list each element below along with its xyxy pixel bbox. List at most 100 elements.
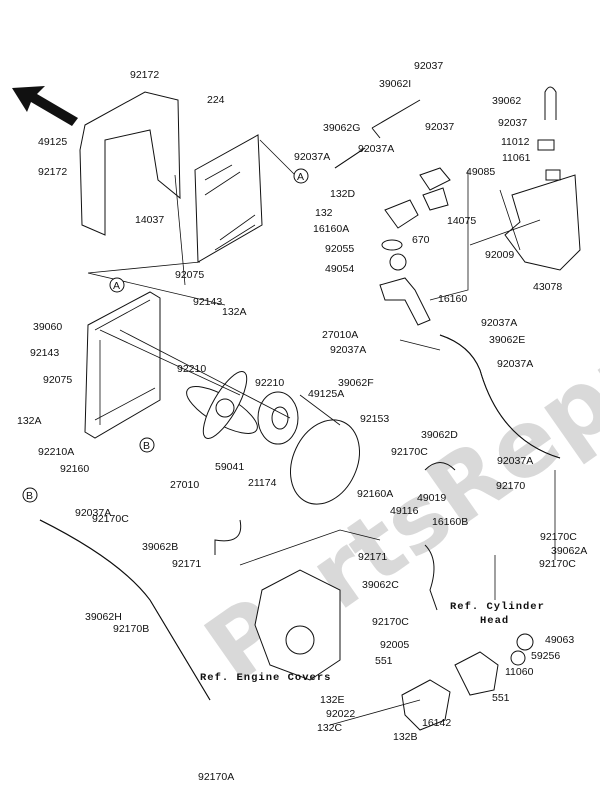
part-number-label: 39062C xyxy=(362,579,399,591)
part-number-label: 92170 xyxy=(496,480,525,492)
connector-a-radiator: A xyxy=(109,277,125,293)
connector-b-radiator: B xyxy=(139,437,155,453)
part-number-label: 49054 xyxy=(325,263,354,275)
part-number-label: 39062H xyxy=(85,611,122,623)
part-number-label: 92170C xyxy=(92,513,129,525)
part-number-label: 39062E xyxy=(489,334,525,346)
connector-a-top: A xyxy=(293,168,309,184)
part-number-label: 92075 xyxy=(175,269,204,281)
thermostat-housing xyxy=(379,277,431,326)
part-number-label: 92037A xyxy=(497,358,533,370)
part-number-label: 92170C xyxy=(372,616,409,628)
part-number-label: 39062D xyxy=(421,429,458,441)
part-number-label: 132 xyxy=(315,207,333,219)
part-number-label: 39062F xyxy=(338,377,374,389)
cooling-fan xyxy=(186,371,258,439)
svg-text:A: A xyxy=(297,171,304,183)
radiator-shroud xyxy=(79,91,181,236)
part-number-label: 92210 xyxy=(255,377,284,389)
part-number-label: 92055 xyxy=(325,243,354,255)
part-number-label: 551 xyxy=(492,692,510,704)
part-number-label: 92210 xyxy=(177,363,206,375)
part-number-labels: 921722244912592172140379207592143132A390… xyxy=(17,60,587,783)
part-number-label: 92170A xyxy=(198,771,234,783)
part-number-label: 92005 xyxy=(380,639,409,651)
radiator xyxy=(84,291,161,439)
part-number-label: 21174 xyxy=(248,477,277,489)
part-number-label: 92172 xyxy=(38,166,67,178)
part-number-label: 132D xyxy=(330,188,356,200)
part-number-label: 92170B xyxy=(113,623,149,635)
water-pump-body xyxy=(401,679,451,731)
part-number-label: 43078 xyxy=(533,281,562,293)
part-number-label: 92037 xyxy=(425,121,454,133)
part-number-label: 92037A xyxy=(497,455,533,467)
part-number-label: 49125A xyxy=(308,388,344,400)
part-number-label: 92037 xyxy=(414,60,443,72)
part-number-label: 92022 xyxy=(326,708,355,720)
part-number-label: 132B xyxy=(393,731,418,743)
svg-text:B: B xyxy=(143,440,150,452)
part-number-label: 11061 xyxy=(502,152,531,164)
part-number-label: 132A xyxy=(222,306,247,318)
part-number-label: 92160 xyxy=(60,463,89,475)
part-number-label: 92037A xyxy=(481,317,517,329)
part-number-label: 132E xyxy=(320,694,345,706)
part-number-label: 92037A xyxy=(330,344,366,356)
part-number-label: 59256 xyxy=(531,650,560,662)
pump-cover xyxy=(454,651,499,696)
part-number-label: 49019 xyxy=(417,492,446,504)
part-number-label: 92170C xyxy=(391,446,428,458)
part-number-label: 92037A xyxy=(75,507,111,519)
part-number-label: 92009 xyxy=(485,249,514,261)
part-number-label: 49085 xyxy=(466,166,495,178)
part-number-label: 92210A xyxy=(38,446,74,458)
svg-text:A: A xyxy=(113,280,120,292)
part-number-label: 11012 xyxy=(501,136,530,148)
part-number-label: 27010 xyxy=(170,479,199,491)
part-number-label: 92037A xyxy=(294,151,330,163)
part-number-label: 132A xyxy=(17,415,42,427)
part-number-label: 92037 xyxy=(498,117,527,129)
engine-cover xyxy=(254,569,341,681)
part-number-label: 39062 xyxy=(492,95,521,107)
part-number-label: 92170C xyxy=(540,531,577,543)
part-number-label: 16160B xyxy=(432,516,468,528)
part-number-label: 39062A xyxy=(551,545,587,557)
ref-cylinder: Ref. Cylinder xyxy=(450,601,545,613)
part-number-label: 92170C xyxy=(539,558,576,570)
part-number-label: 59041 xyxy=(215,461,244,473)
part-number-label: 11060 xyxy=(505,666,534,678)
part-number-label: 92143 xyxy=(30,347,59,359)
part-number-label: 39062G xyxy=(323,122,360,134)
ref-engine-covers: Ref. Engine Covers xyxy=(200,672,331,684)
part-number-label: 132C xyxy=(317,722,343,734)
part-number-label: 92171 xyxy=(172,558,201,570)
part-number-label: 670 xyxy=(412,234,430,246)
part-number-label: 39060 xyxy=(33,321,62,333)
part-number-label: 92172 xyxy=(130,69,159,81)
part-number-label: 92171 xyxy=(358,551,387,563)
part-number-label: 39062I xyxy=(379,78,411,90)
part-number-label: 16142 xyxy=(422,717,451,729)
part-number-label: 551 xyxy=(375,655,393,667)
part-number-label: 92143 xyxy=(193,296,222,308)
part-number-label: 92075 xyxy=(43,374,72,386)
part-number-label: 16160A xyxy=(313,223,349,235)
part-number-label: 92160A xyxy=(357,488,393,500)
part-number-label: 92153 xyxy=(360,413,389,425)
part-number-label: 49125 xyxy=(38,136,67,148)
part-number-label: 14075 xyxy=(447,215,476,227)
part-number-label: 49116 xyxy=(390,505,419,517)
part-number-label: 27010A xyxy=(322,329,358,341)
part-number-label: 14037 xyxy=(135,214,164,226)
fan-shroud xyxy=(290,419,360,505)
svg-text:B: B xyxy=(26,490,33,502)
part-number-label: 39062B xyxy=(142,541,178,553)
connector-b-hose: B xyxy=(22,487,38,503)
part-number-label: 16160 xyxy=(438,293,467,305)
ref-cylinder-head: Head xyxy=(480,615,509,627)
reservoir-tank xyxy=(504,174,581,271)
radiator-screen xyxy=(194,134,263,263)
